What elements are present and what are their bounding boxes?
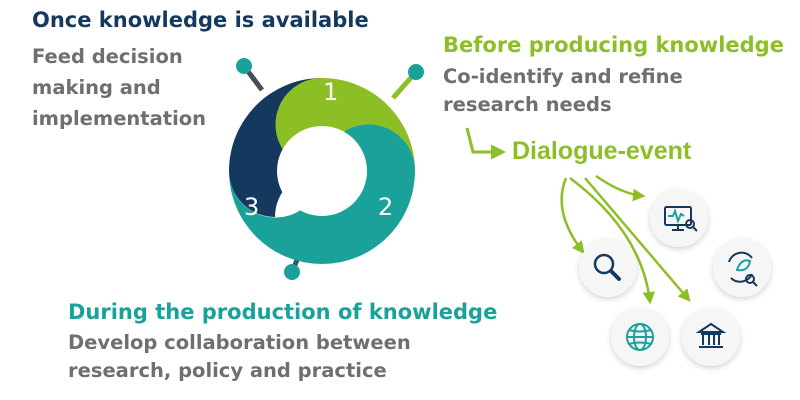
stage-once-line-1: Feed decision [32,45,183,68]
stage-before-line-2: research needs [443,93,612,116]
icon-magnifier [579,239,637,297]
icon-monitor-search [650,189,708,247]
magnifier-icon [593,253,621,281]
stem-dot-green [408,64,424,80]
icon-globe [611,308,669,366]
stem-dot-navy [236,58,252,74]
stem-dot-teal [284,264,300,280]
stage-before-heading: Before producing knowledge [443,33,784,57]
globe-icon [626,323,654,351]
stage-once-heading: Once knowledge is available [32,8,369,32]
ring-number-2: 2 [378,193,393,221]
icon-eco-search [713,239,771,297]
stage-during-heading: During the production of knowledge [68,300,498,324]
fan-arrows [560,174,691,305]
icon-institution [682,308,740,366]
stage-once-line-3: implementation [32,107,207,130]
ring-hole [277,126,367,216]
dialogue-event-label: Dialogue-event [512,137,692,165]
ring-number-3: 3 [244,193,259,221]
stage-during-line-2: research, policy and practice [68,359,387,382]
stage-before-line-1: Co-identify and refine [443,65,683,88]
eco-search-icon [728,251,758,287]
stage-during-line-1: Develop collaboration between [68,331,411,354]
ring-number-1: 1 [323,78,338,106]
stage-once-line-2: making and [32,76,161,99]
institution-icon [695,322,727,348]
arrow-to-dialogue [465,127,506,160]
monitor-search-icon [664,206,698,232]
cycle-ring [229,78,415,265]
